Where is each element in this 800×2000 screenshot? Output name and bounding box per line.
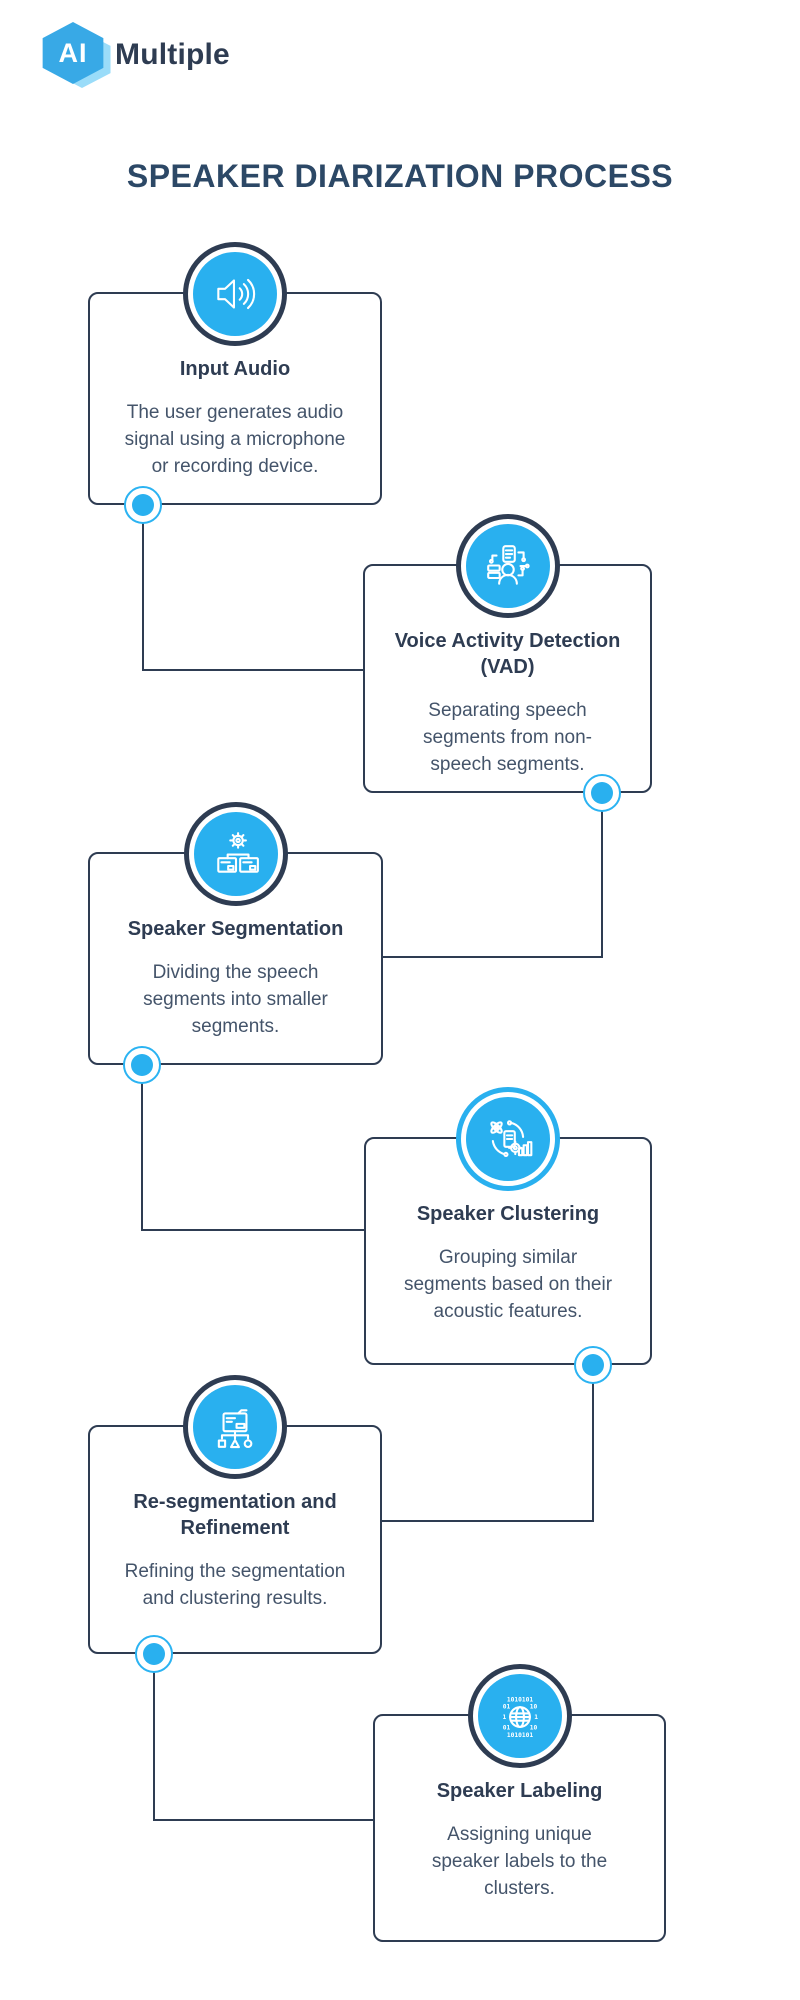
- step-6-heading: Speaker Labeling: [436, 1780, 603, 1802]
- step-3-heading: Speaker Segmentation: [127, 918, 344, 940]
- svg-text:1: 1: [502, 1714, 506, 1721]
- step-6-description: Assigning unique speaker labels to the c…: [431, 1824, 608, 1899]
- connector-4-vertical: [592, 1365, 594, 1522]
- step-1-description: The user generates audio signal using a …: [124, 402, 346, 477]
- step-2-icon-badge: [455, 514, 560, 618]
- aimultiple-logo: AI Multiple: [40, 22, 230, 88]
- step-5-icon-badge: [183, 1375, 287, 1479]
- step-3-description: Dividing the speech segments into smalle…: [143, 962, 328, 1037]
- step-2-heading-line2: (VAD): [480, 656, 535, 678]
- step-card-resegmentation-refinement: Re-segmentation and Refinement Refining …: [88, 1375, 382, 1654]
- svg-text:01: 01: [502, 1725, 510, 1732]
- brand-name: Multiple: [115, 38, 230, 71]
- logo-hexagon: AI: [40, 22, 114, 88]
- logo-ai-text: AI: [58, 37, 88, 68]
- step-2-description: Separating speech segments from non- spe…: [423, 700, 592, 775]
- svg-text:10: 10: [529, 1704, 537, 1711]
- page-title: SPEAKER DIARIZATION PROCESS: [126, 158, 674, 194]
- re-segmentation-refinement-icon: [193, 1385, 277, 1469]
- connector-node-2: [583, 774, 621, 812]
- step-6-icon-badge: 1010101 01 10 1 1 01 10 1010101: [467, 1664, 572, 1768]
- step-card-input-audio: Input Audio The user generates audio sig…: [88, 242, 382, 505]
- speaker-labeling-icon: 1010101 01 10 1 1 01 10 1010101: [477, 1674, 562, 1758]
- step-5-heading: Re-segmentation and: [133, 1491, 337, 1513]
- connector-1-vertical: [142, 505, 144, 671]
- speaker-clustering-icon: [466, 1097, 550, 1181]
- step-card-vad: Voice Activity Detection (VAD) Separatin…: [363, 514, 652, 793]
- connector-node-5-dot: [143, 1643, 165, 1665]
- speaker-segmentation-icon: [193, 812, 278, 896]
- connector-2-vertical: [601, 793, 603, 958]
- connector-2-horizontal: [382, 956, 603, 958]
- step-5-heading-line2: Refinement: [180, 1517, 290, 1539]
- voice-activity-detection-icon: [465, 524, 550, 608]
- step-4-heading: Speaker Clustering: [416, 1203, 600, 1225]
- connector-node-2-dot: [591, 782, 613, 804]
- connector-node-4-dot: [582, 1354, 604, 1376]
- connector-node-1: [124, 486, 162, 524]
- svg-text:1: 1: [534, 1714, 538, 1721]
- connector-3-horizontal: [141, 1229, 366, 1231]
- connector-4-horizontal: [382, 1520, 594, 1522]
- connector-node-5: [135, 1635, 173, 1673]
- connector-3-vertical: [141, 1065, 143, 1231]
- step-card-speaker-clustering: Speaker Clustering Grouping similar segm…: [364, 1087, 652, 1365]
- svg-text:1010101: 1010101: [506, 1696, 533, 1703]
- svg-text:1010101: 1010101: [506, 1732, 533, 1739]
- step-2-heading: Voice Activity Detection: [394, 630, 621, 652]
- connector-5-horizontal: [153, 1819, 376, 1821]
- step-1-icon-badge: [183, 242, 287, 346]
- speaker-audio-icon: [193, 252, 277, 336]
- step-4-icon-badge: [456, 1087, 560, 1191]
- svg-text:10: 10: [529, 1725, 537, 1732]
- connector-node-3-dot: [131, 1054, 153, 1076]
- connector-node-3: [123, 1046, 161, 1084]
- step-3-icon-badge: [183, 802, 288, 906]
- svg-text:01: 01: [502, 1704, 510, 1711]
- connector-node-4: [574, 1346, 612, 1384]
- connector-5-vertical: [153, 1654, 155, 1821]
- step-card-speaker-segmentation: Speaker Segmentation Dividing the speech…: [88, 802, 383, 1065]
- step-5-description: Refining the segmentation and clustering…: [124, 1561, 346, 1609]
- step-1-heading: Input Audio: [179, 358, 291, 380]
- connector-node-1-dot: [132, 494, 154, 516]
- step-card-speaker-labeling: 1010101 01 10 1 1 01 10 1010101 Speaker …: [373, 1664, 666, 1942]
- connector-1-horizontal: [142, 669, 365, 671]
- step-4-description: Grouping similar segments based on their…: [403, 1247, 613, 1322]
